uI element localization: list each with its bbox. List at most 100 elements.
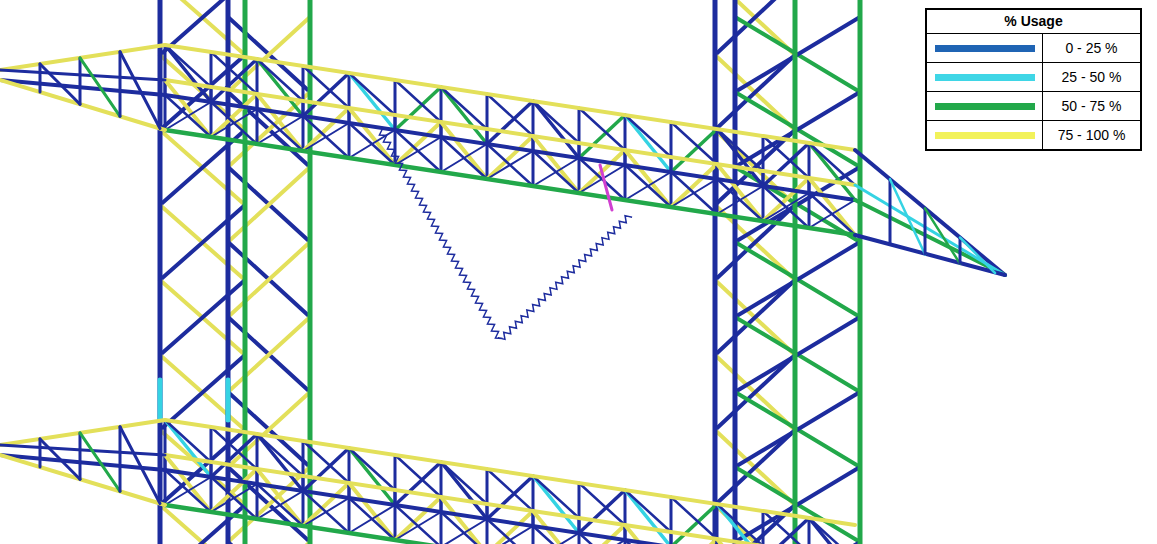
truss-member xyxy=(440,122,443,172)
truss-member xyxy=(119,427,122,492)
truss-member xyxy=(257,94,303,151)
truss-member xyxy=(441,519,487,544)
truss-member xyxy=(858,0,863,544)
truss-member xyxy=(855,235,1005,275)
truss-member xyxy=(713,0,718,544)
truss-member xyxy=(211,94,257,137)
truss-member xyxy=(349,108,395,165)
truss-member xyxy=(165,420,211,477)
truss-member xyxy=(228,317,310,392)
truss-member xyxy=(441,144,487,172)
truss-member xyxy=(349,505,395,533)
truss-member xyxy=(395,87,441,130)
truss-member xyxy=(211,109,257,137)
truss-member xyxy=(395,512,441,540)
truss-member xyxy=(256,94,259,144)
truss-member xyxy=(925,208,960,263)
truss-member xyxy=(164,80,167,130)
truss-member xyxy=(717,164,763,221)
truss-member xyxy=(394,115,397,165)
truss-member xyxy=(158,0,163,544)
truss-member xyxy=(349,73,395,130)
truss-member xyxy=(624,150,627,200)
truss-member xyxy=(855,185,1005,275)
truss-member xyxy=(924,208,927,253)
truss-member xyxy=(440,497,443,544)
legend-row: 50 - 75 % xyxy=(927,91,1140,120)
truss-member xyxy=(211,469,257,512)
truss-member xyxy=(303,123,349,151)
truss-member xyxy=(164,455,167,505)
truss-member xyxy=(228,242,310,317)
truss-member xyxy=(808,178,811,228)
truss-member xyxy=(533,476,579,533)
truss-member xyxy=(394,490,397,540)
truss-member xyxy=(395,462,441,505)
truss-member xyxy=(625,172,671,200)
truss-member xyxy=(348,483,351,533)
truss-member xyxy=(158,380,163,420)
truss-member xyxy=(160,355,245,430)
truss-member xyxy=(579,115,625,158)
legend-swatch-cell xyxy=(927,121,1043,149)
truss-member xyxy=(303,448,349,491)
truss-member xyxy=(441,87,487,144)
truss-member xyxy=(487,526,533,544)
truss-member xyxy=(0,45,165,70)
truss-member xyxy=(80,58,120,116)
truss-member xyxy=(160,355,245,430)
truss-member xyxy=(889,179,892,244)
truss-member xyxy=(303,73,349,116)
truss-member xyxy=(211,434,257,477)
truss-member xyxy=(671,129,717,172)
truss-member xyxy=(257,116,303,144)
truss-member xyxy=(600,165,612,210)
truss-member xyxy=(487,101,533,144)
truss-member xyxy=(303,498,349,526)
truss-member xyxy=(302,101,305,151)
truss-member xyxy=(228,242,310,317)
truss-member xyxy=(119,52,122,117)
legend-row: 25 - 50 % xyxy=(927,62,1140,91)
truss-member xyxy=(578,143,581,193)
legend-row: 0 - 25 % xyxy=(927,33,1140,62)
truss-member xyxy=(532,136,535,186)
truss-member xyxy=(257,469,303,526)
truss-member xyxy=(308,0,313,544)
truss-member xyxy=(809,200,855,228)
truss-member xyxy=(303,483,349,526)
truss-member xyxy=(257,491,303,519)
truss-member xyxy=(256,469,259,519)
legend-title: % Usage xyxy=(927,10,1140,33)
truss-member xyxy=(160,205,245,280)
truss-member xyxy=(165,505,855,544)
truss-member xyxy=(855,150,1005,275)
truss-member xyxy=(959,238,962,264)
truss-member xyxy=(80,433,120,491)
truss-member xyxy=(855,200,1005,275)
truss-member xyxy=(165,455,855,544)
truss-member xyxy=(165,80,855,185)
truss-member xyxy=(716,164,719,214)
truss-member xyxy=(257,59,303,116)
truss-member xyxy=(487,136,533,179)
truss-member xyxy=(211,484,257,512)
truss-member xyxy=(670,157,673,207)
truss-member xyxy=(228,167,310,242)
truss-member xyxy=(487,511,533,544)
truss-member xyxy=(717,129,763,186)
truss-member xyxy=(763,143,809,186)
truss-member xyxy=(763,193,809,221)
truss-member xyxy=(441,462,487,519)
truss-member xyxy=(211,59,257,102)
truss-member xyxy=(165,477,211,505)
truss-member xyxy=(210,87,213,137)
truss-member xyxy=(763,178,809,221)
legend-swatch-cell xyxy=(927,92,1043,120)
truss-member xyxy=(395,137,441,165)
truss-member xyxy=(165,130,855,235)
truss-member xyxy=(39,439,42,467)
truss-member xyxy=(733,0,738,544)
truss-member xyxy=(395,497,441,540)
truss-member xyxy=(165,45,211,102)
